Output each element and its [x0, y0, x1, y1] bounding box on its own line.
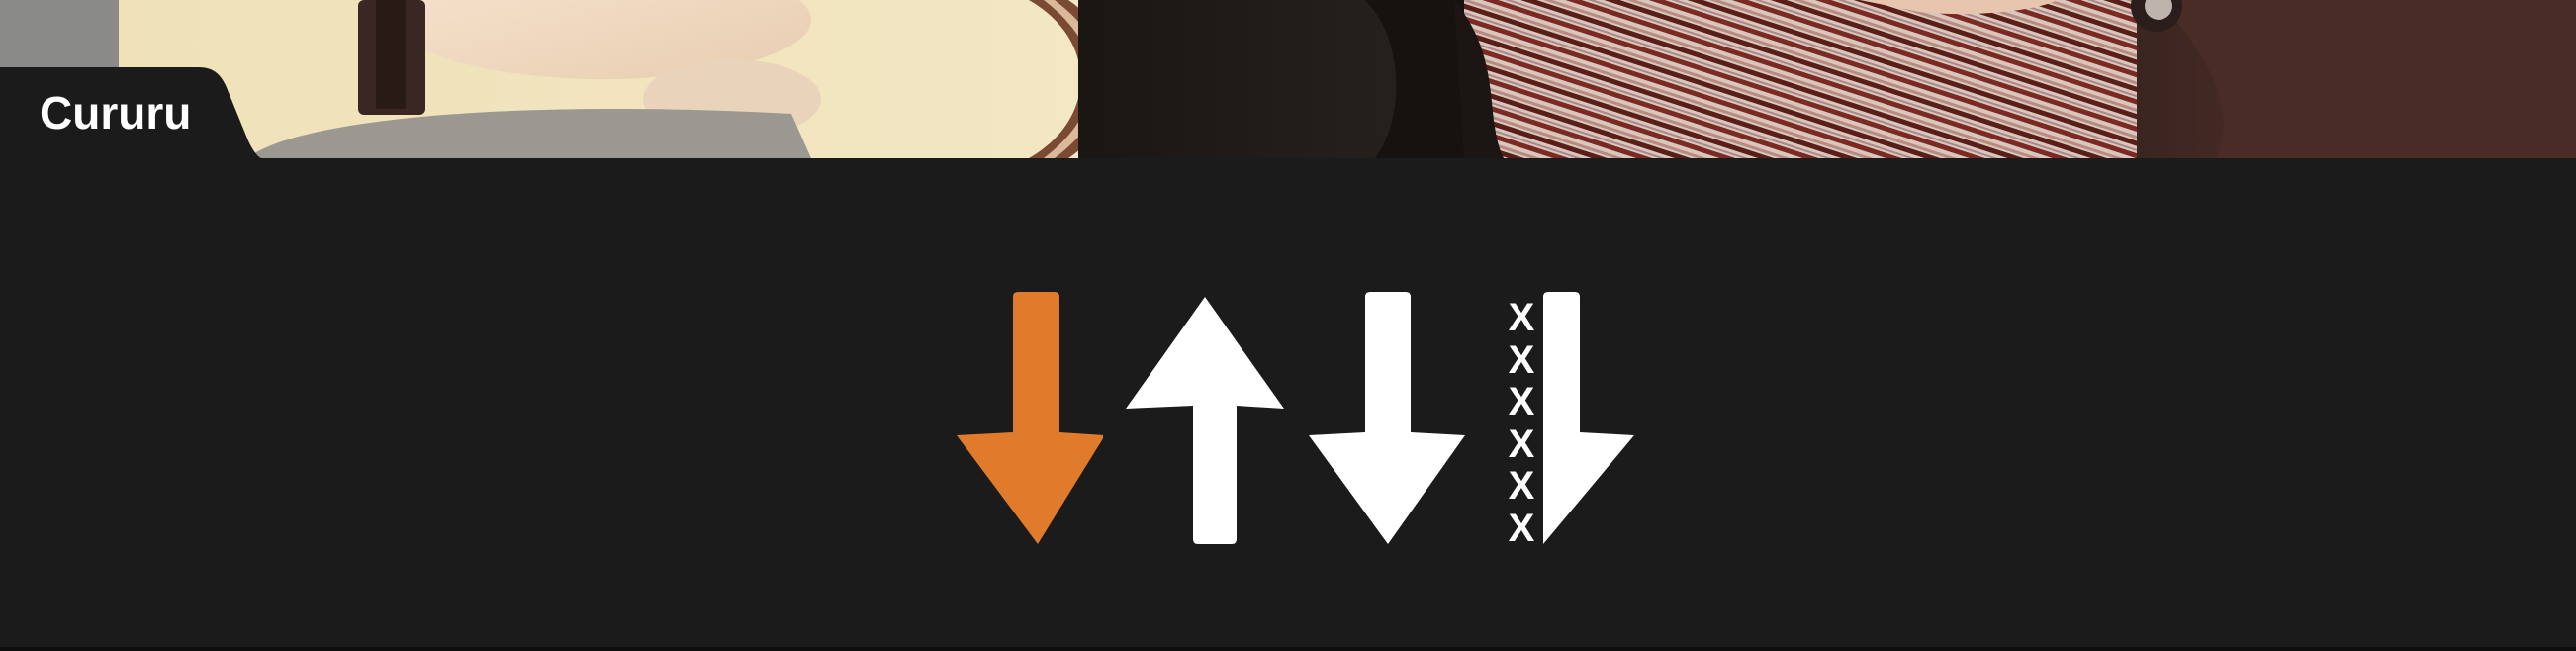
- down-arrow-icon: [1309, 292, 1465, 544]
- up-arrow-icon: [1126, 297, 1284, 544]
- strum-pattern: X X X X X X: [930, 292, 1642, 559]
- bottom-border: [0, 647, 2576, 651]
- video-frame: [0, 0, 2576, 158]
- muted-down-arrow-icon: [1543, 292, 1634, 544]
- strum-2-up: [1126, 292, 1284, 549]
- rhythm-title-tab: Cururu: [0, 67, 262, 158]
- video-thumbnail-image: [0, 0, 2576, 158]
- down-arrow-icon: [957, 292, 1103, 544]
- mute-x-icon: X: [1508, 380, 1535, 423]
- title-tab-background: [0, 67, 262, 158]
- mute-x-icon: X: [1508, 421, 1535, 466]
- mute-x-icon: X: [1508, 296, 1535, 339]
- mute-x-icon: X: [1508, 506, 1535, 550]
- mute-x-icon: X: [1508, 337, 1535, 382]
- strum-3-down: [1309, 292, 1467, 549]
- mute-x-icon: X: [1508, 464, 1535, 508]
- rhythm-name: Cururu: [40, 87, 192, 139]
- strum-1-down-accented: [945, 292, 1103, 549]
- mute-marks: X X X X X X: [1502, 297, 1541, 549]
